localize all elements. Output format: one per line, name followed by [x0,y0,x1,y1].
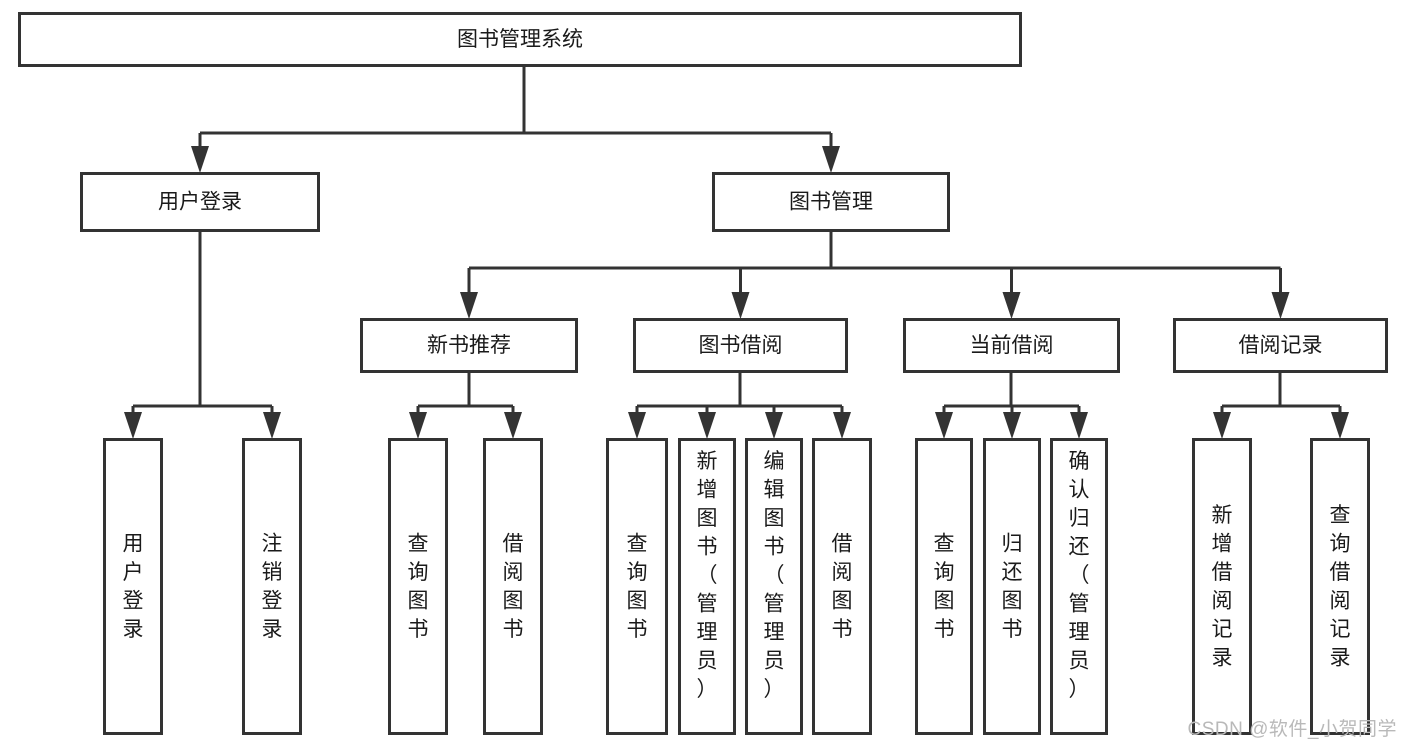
node-leaf13[interactable]: 查询借阅记录 [1310,438,1370,735]
node-box-leaf1[interactable] [103,438,163,735]
arrow-head-icon [1002,292,1021,319]
node-label-leaf5: 查询图书 [627,533,648,642]
connector-group-login [124,232,281,439]
node-leaf12[interactable]: 新增借阅记录 [1192,438,1252,735]
node-leaf6[interactable]: 新增图书（管理员） [678,438,736,735]
node-box-leaf12[interactable] [1192,438,1252,735]
node-box-newbook[interactable] [360,318,578,373]
node-box-borrow[interactable] [633,318,848,373]
node-box-record[interactable] [1173,318,1388,373]
node-label-leaf6: 新增图书（管理员） [697,450,718,701]
node-label-leaf8: 借阅图书 [832,533,853,642]
node-box-leaf10[interactable] [983,438,1041,735]
node-current[interactable]: 当前借阅 [903,318,1120,373]
node-box-leaf7[interactable] [745,438,803,735]
node-box-leaf5[interactable] [606,438,668,735]
arrow-head-icon [504,412,522,439]
node-login[interactable]: 用户登录 [80,172,320,232]
arrow-head-icon [1070,412,1088,439]
connector-group-record [1213,373,1349,439]
arrow-head-icon [1271,292,1290,319]
arrow-head-icon [263,412,281,439]
node-box-leaf9[interactable] [915,438,973,735]
arrow-head-icon [833,412,851,439]
node-box-leaf13[interactable] [1310,438,1370,735]
node-box-leaf3[interactable] [388,438,448,735]
node-label-leaf9: 查询图书 [934,533,955,642]
node-record[interactable]: 借阅记录 [1173,318,1388,373]
node-box-current[interactable] [903,318,1120,373]
node-label-current: 当前借阅 [970,334,1054,357]
node-label-bookmgmt: 图书管理 [789,191,873,214]
node-label-leaf4: 借阅图书 [503,533,524,642]
node-leaf5[interactable]: 查询图书 [606,438,668,735]
node-root[interactable]: 图书管理系统 [18,12,1022,67]
node-label-borrow: 图书借阅 [699,334,783,357]
arrow-head-icon [1331,412,1349,439]
node-label-leaf7: 编辑图书（管理员） [764,450,785,701]
node-label-leaf1: 用户登录 [123,533,144,642]
csdn-watermark: CSDN @软件_小贺同学 [1187,719,1397,740]
node-leaf3[interactable]: 查询图书 [388,438,448,735]
node-label-root: 图书管理系统 [457,28,583,51]
arrow-head-icon [822,146,840,173]
node-borrow[interactable]: 图书借阅 [633,318,848,373]
node-box-leaf11[interactable] [1050,438,1108,735]
node-leaf7[interactable]: 编辑图书（管理员） [745,438,803,735]
node-label-leaf3: 查询图书 [408,533,429,642]
connector-group-bookmgmt [460,232,1290,319]
arrow-head-icon [731,292,750,319]
node-label-leaf12: 新增借阅记录 [1212,504,1233,670]
node-box-root[interactable] [18,12,1022,67]
arrow-head-icon [628,412,646,439]
node-leaf4[interactable]: 借阅图书 [483,438,543,735]
arrow-head-icon [460,292,478,319]
node-leaf2[interactable]: 注销登录 [242,438,302,735]
node-newbook[interactable]: 新书推荐 [360,318,578,373]
node-box-login[interactable] [80,172,320,232]
arrow-head-icon [124,412,142,439]
node-leaf10[interactable]: 归还图书 [983,438,1041,735]
connector-group-borrow [628,373,851,439]
node-leaf1[interactable]: 用户登录 [103,438,163,735]
node-box-leaf2[interactable] [242,438,302,735]
node-label-record: 借阅记录 [1239,334,1323,357]
node-leaf9[interactable]: 查询图书 [915,438,973,735]
node-leaf8[interactable]: 借阅图书 [812,438,872,735]
node-box-bookmgmt[interactable] [712,172,950,232]
connector-group-newbook [409,373,522,439]
node-layer: 图书管理系统用户登录图书管理新书推荐图书借阅当前借阅借阅记录用户登录注销登录查询… [18,12,1388,735]
arrow-head-icon [765,412,783,439]
connector-layer [124,67,1349,439]
node-leaf11[interactable]: 确认归还（管理员） [1050,438,1108,735]
arrow-head-icon [1213,412,1231,439]
arrow-head-icon [409,412,427,439]
arrow-head-icon [935,412,953,439]
node-box-leaf4[interactable] [483,438,543,735]
node-label-login: 用户登录 [158,191,242,214]
connector-group-current [935,373,1088,439]
arrow-head-icon [1003,412,1021,439]
node-label-leaf13: 查询借阅记录 [1330,504,1351,670]
node-label-leaf2: 注销登录 [262,533,283,642]
node-bookmgmt[interactable]: 图书管理 [712,172,950,232]
node-label-newbook: 新书推荐 [427,334,511,357]
node-box-leaf6[interactable] [678,438,736,735]
node-box-leaf8[interactable] [812,438,872,735]
node-label-leaf10: 归还图书 [1002,533,1023,642]
connector-group-root [191,67,840,173]
node-label-leaf11: 确认归还（管理员） [1069,450,1090,701]
arrow-head-icon [698,412,716,439]
arrow-head-icon [191,146,209,173]
